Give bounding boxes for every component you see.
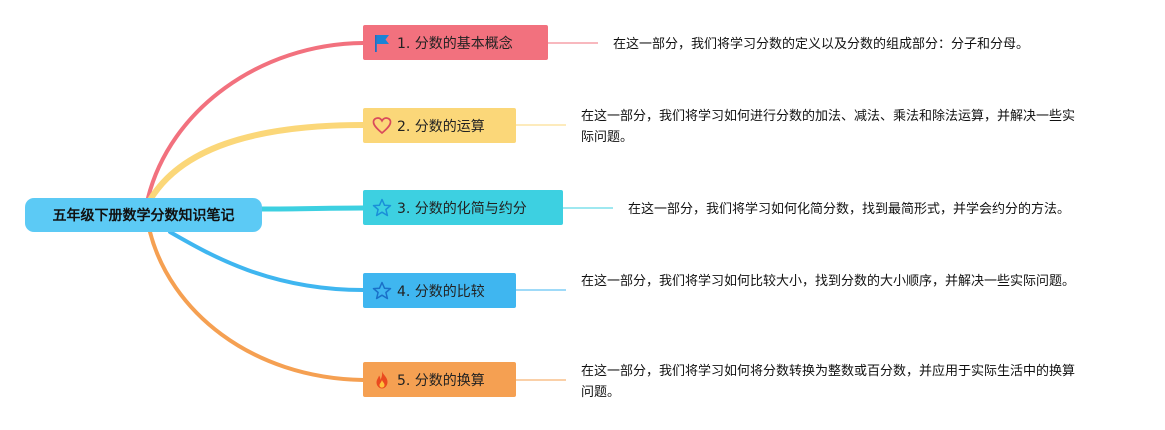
star-icon bbox=[371, 280, 393, 302]
central-topic[interactable]: 五年级下册数学分数知识笔记 bbox=[25, 198, 262, 232]
branch-curve-5 bbox=[148, 230, 365, 382]
topic-simplification[interactable]: 3. 分数的化简与约分 bbox=[363, 190, 563, 225]
heart-icon bbox=[371, 115, 393, 137]
fire-icon bbox=[371, 369, 393, 391]
description-simplification: 在这一部分，我们将学习如何化简分数，找到最简形式，并学会约分的方法。 bbox=[628, 202, 1071, 217]
description-comparison: 在这一部分，我们将学习如何比较大小，找到分数的大小顺序，并解决一些实际问题。 bbox=[581, 274, 1076, 289]
topic-basic-concept[interactable]: 1. 分数的基本概念 bbox=[363, 25, 548, 60]
topic-label: 5. 分数的换算 bbox=[397, 372, 485, 389]
topic-label: 2. 分数的运算 bbox=[397, 118, 485, 135]
description-conversion: 在这一部分，我们将学习如何将分数转换为整数或百分数，并应用于实际生活中的换算问题… bbox=[581, 364, 1076, 400]
branch-curve-3 bbox=[259, 205, 366, 212]
topic-comparison[interactable]: 4. 分数的比较 bbox=[363, 273, 516, 308]
branch-curve-4 bbox=[168, 230, 365, 292]
star-icon bbox=[371, 197, 393, 219]
topic-label: 1. 分数的基本概念 bbox=[397, 35, 513, 52]
topic-label: 4. 分数的比较 bbox=[397, 283, 485, 300]
branch-curve-1 bbox=[146, 41, 365, 200]
description-operations: 在这一部分，我们将学习如何进行分数的加法、减法、乘法和除法运算，并解决一些实际问… bbox=[581, 109, 1076, 145]
flag-icon bbox=[371, 32, 393, 54]
topic-label: 3. 分数的化简与约分 bbox=[397, 200, 527, 217]
description-basic-concept: 在这一部分，我们将学习分数的定义以及分数的组成部分：分子和分母。 bbox=[613, 37, 1030, 52]
topic-conversion[interactable]: 5. 分数的换算 bbox=[363, 362, 516, 397]
branch-curve-2 bbox=[147, 122, 366, 203]
topic-operations[interactable]: 2. 分数的运算 bbox=[363, 108, 516, 143]
